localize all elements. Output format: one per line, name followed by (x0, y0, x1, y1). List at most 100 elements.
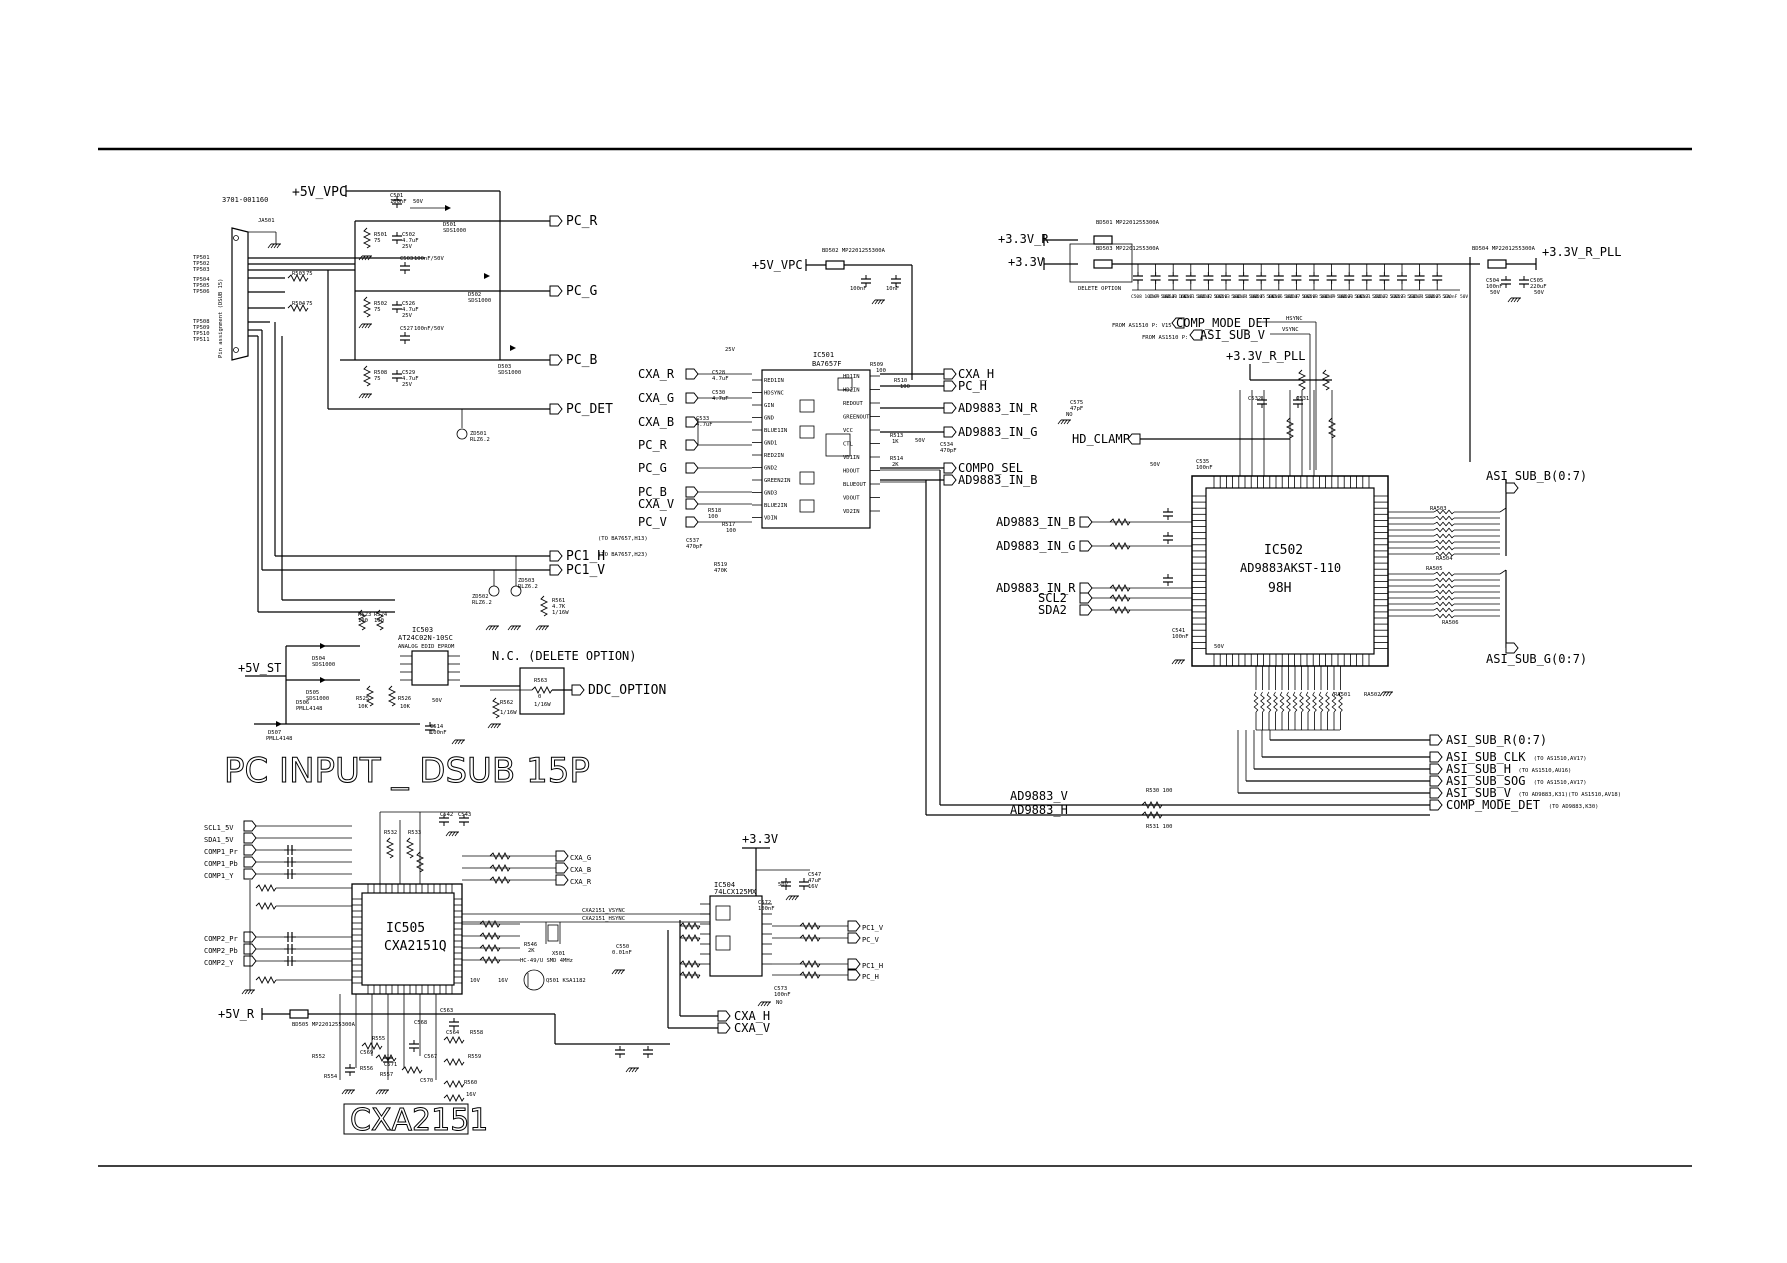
pc-input-section: 3701-001160 JA501 Pin assignment (DSUB 1… (193, 185, 666, 792)
ad9883-h-sig: AD9883_H (1010, 803, 1068, 817)
ic501-pin-left: RED1IN (764, 378, 784, 384)
sda2-in: SDA2 (1038, 603, 1067, 617)
svg-text:RA504: RA504 (1436, 556, 1453, 562)
switch-output-ad9883-in-r: AD9883_IN_R (958, 401, 1038, 415)
svg-text:C570: C570 (420, 1078, 433, 1084)
switch-input-cxa-r: CXA_R (638, 367, 675, 381)
svg-text:R524: R524 (374, 612, 388, 618)
decap-label: C520 100nF 50V (1342, 294, 1380, 300)
switch-input-pc-r: PC_R (638, 438, 668, 452)
svg-text:RA501: RA501 (1334, 692, 1351, 698)
svg-text:RA505: RA505 (1426, 566, 1443, 572)
svg-text:16V: 16V (808, 884, 819, 890)
ic504-ref: IC504 (714, 881, 735, 889)
svg-text:50V: 50V (778, 882, 789, 888)
svg-text:16V: 16V (498, 978, 509, 984)
switch-input-pc-v: PC_V (638, 515, 667, 529)
svg-text:D504: D504 (312, 656, 326, 662)
svg-text:C530: C530 (712, 390, 725, 396)
eeprom-part: AT24C02N-10SC (398, 634, 453, 642)
svg-text:75: 75 (306, 271, 313, 277)
svg-text:NO: NO (1066, 412, 1073, 418)
svg-text:C543: C543 (458, 812, 471, 818)
supply-3v3-pll-2: +3.3V_R_PLL (1226, 349, 1305, 363)
eeprom-ic503 (411, 650, 449, 686)
svg-text:ZD502: ZD502 (472, 594, 489, 600)
svg-text:R519: R519 (714, 562, 727, 568)
svg-text:50V: 50V (1490, 290, 1501, 296)
cxa-vsync-label: CXA2151_VSYNC (582, 908, 625, 914)
ic501-pin-right: VDOUT (843, 496, 860, 502)
svg-text:R514: R514 (890, 456, 904, 462)
pc-b-out: PC_B (566, 353, 597, 368)
switch-input-cxa-v: CXA_V (638, 497, 674, 511)
switch-output-pc-h: PC_H (958, 379, 987, 393)
svg-text:25V: 25V (402, 313, 413, 319)
ic501-pin-right: HDOUT (843, 469, 860, 475)
svg-text:100nF: 100nF (1172, 634, 1189, 640)
svg-text:R510: R510 (894, 378, 907, 384)
decoder-bead: BD505 MP2201255300A (292, 1022, 356, 1028)
svg-text:50V: 50V (432, 698, 443, 704)
delete-option: DELETE OPTION (1078, 286, 1121, 292)
bead-bd501: BD501 MP2201255300A (1096, 220, 1160, 226)
ic502-part: AD9883AKST-110 (1240, 561, 1341, 575)
svg-text:C547: C547 (808, 872, 821, 878)
svg-text:2K: 2K (892, 462, 899, 468)
svg-text:25V: 25V (402, 382, 413, 388)
svg-text:1K: 1K (892, 439, 899, 445)
svg-text:R501: R501 (374, 232, 387, 238)
svg-text:TP505: TP505 (193, 283, 210, 289)
adc-output-asisubr: ASI_SUB_R(0:7) (1446, 733, 1547, 747)
svg-text:R503: R503 (292, 271, 305, 277)
svg-text:4.7uF: 4.7uF (696, 422, 713, 428)
scl2-in: SCL2 (1038, 591, 1067, 605)
ic501-part: BA7657F (812, 360, 842, 368)
decoder-output: CXA_R (570, 878, 592, 886)
cxa-v-out: CXA_V (734, 1021, 770, 1035)
svg-text:C529: C529 (402, 370, 415, 376)
svg-text:R513: R513 (890, 433, 903, 439)
decap-label: C509 100uF 16V (1149, 294, 1187, 300)
svg-text:47uF: 47uF (808, 878, 821, 884)
svg-text:PMLL4148: PMLL4148 (266, 736, 293, 742)
svg-text:470K: 470K (714, 568, 728, 574)
svg-text:100: 100 (374, 618, 384, 624)
svg-text:SDS1000: SDS1000 (468, 298, 491, 304)
ad9883-v-sig: AD9883_V (1010, 789, 1068, 803)
ic505-outer (351, 883, 463, 995)
decap-label: C510 100nF 50V (1166, 294, 1204, 300)
svg-text:C564: C564 (446, 1030, 460, 1036)
svg-text:47pF: 47pF (1070, 406, 1083, 412)
switch-input-pc-b: PC_B (638, 485, 667, 499)
svg-text:100nF: 100nF (1486, 284, 1503, 290)
svg-text:C542: C542 (440, 812, 453, 818)
switch-output-cxa-h: CXA_H (958, 367, 994, 381)
svg-text:470pF: 470pF (940, 448, 957, 454)
xtal-ref: X501 (552, 951, 565, 957)
svg-text:10K: 10K (400, 704, 411, 710)
ic505-body (361, 892, 455, 986)
svg-text:470pF: 470pF (686, 544, 703, 550)
svg-text:RLZ6.2: RLZ6.2 (518, 584, 538, 590)
switch-output-compo-sel: COMPO_SEL (958, 461, 1023, 475)
svg-text:R526: R526 (398, 696, 411, 702)
svg-text:C531: C531 (1296, 396, 1309, 402)
svg-text:RLZ6.2: RLZ6.2 (470, 437, 490, 443)
svg-text:TP508: TP508 (193, 319, 210, 325)
svg-text:50V: 50V (915, 438, 926, 444)
hd-clamp-in: HD_CLAMP (1072, 432, 1130, 446)
svg-text:R517: R517 (722, 522, 735, 528)
svg-text:R502: R502 (374, 301, 387, 307)
svg-text:C527: C527 (400, 326, 413, 332)
svg-text:10K: 10K (358, 704, 369, 710)
svg-text:D505: D505 (306, 690, 319, 696)
ic504-part: 74LCX125MX (714, 888, 757, 896)
svg-text:TP511: TP511 (193, 337, 210, 343)
decap-label: C516 100nF 50V (1272, 294, 1310, 300)
svg-text:C503: C503 (400, 256, 413, 262)
svg-text:100nF: 100nF (774, 992, 791, 998)
ic501-pin-left: RED2IN (764, 453, 784, 459)
